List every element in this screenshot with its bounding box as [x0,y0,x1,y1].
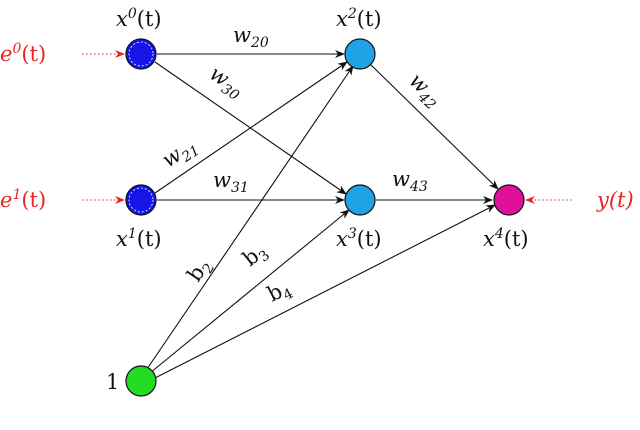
node-x0 [125,38,157,70]
node-x0-ring [128,41,154,67]
label-w43: w43 [392,167,428,195]
label-e0: e0(t) [0,41,46,66]
label-b2: b2 [182,254,218,288]
node-x3 [344,184,376,216]
node-x1 [125,184,157,216]
label-x0: x0(t) [116,6,162,31]
label-w31: w31 [213,168,249,196]
label-w20: w20 [233,23,269,51]
label-x3: x3(t) [336,226,382,251]
label-y: y(t) [596,188,634,212]
label-w30: w30 [203,61,248,104]
edge-bias-x4 [154,204,496,379]
edge-bias-x3 [149,209,350,374]
label-bias: 1 [106,370,119,394]
label-x2: x2(t) [336,6,382,31]
label-e1: e1(t) [0,187,46,212]
label-w21: w21 [158,133,203,176]
label-x1: x1(t) [116,226,162,251]
label-x4: x4(t) [483,226,529,251]
label-b3: b3 [238,238,273,274]
edge-x2-x4 [369,63,499,190]
label-b4: b4 [263,275,296,310]
node-x1-ring [128,187,154,213]
node-x4 [493,184,525,216]
edge-bias-x2 [146,65,354,370]
node-x2 [344,38,376,70]
edge-x1-x2 [154,61,348,194]
node-bias [125,365,157,397]
label-w42: w42 [402,68,447,113]
